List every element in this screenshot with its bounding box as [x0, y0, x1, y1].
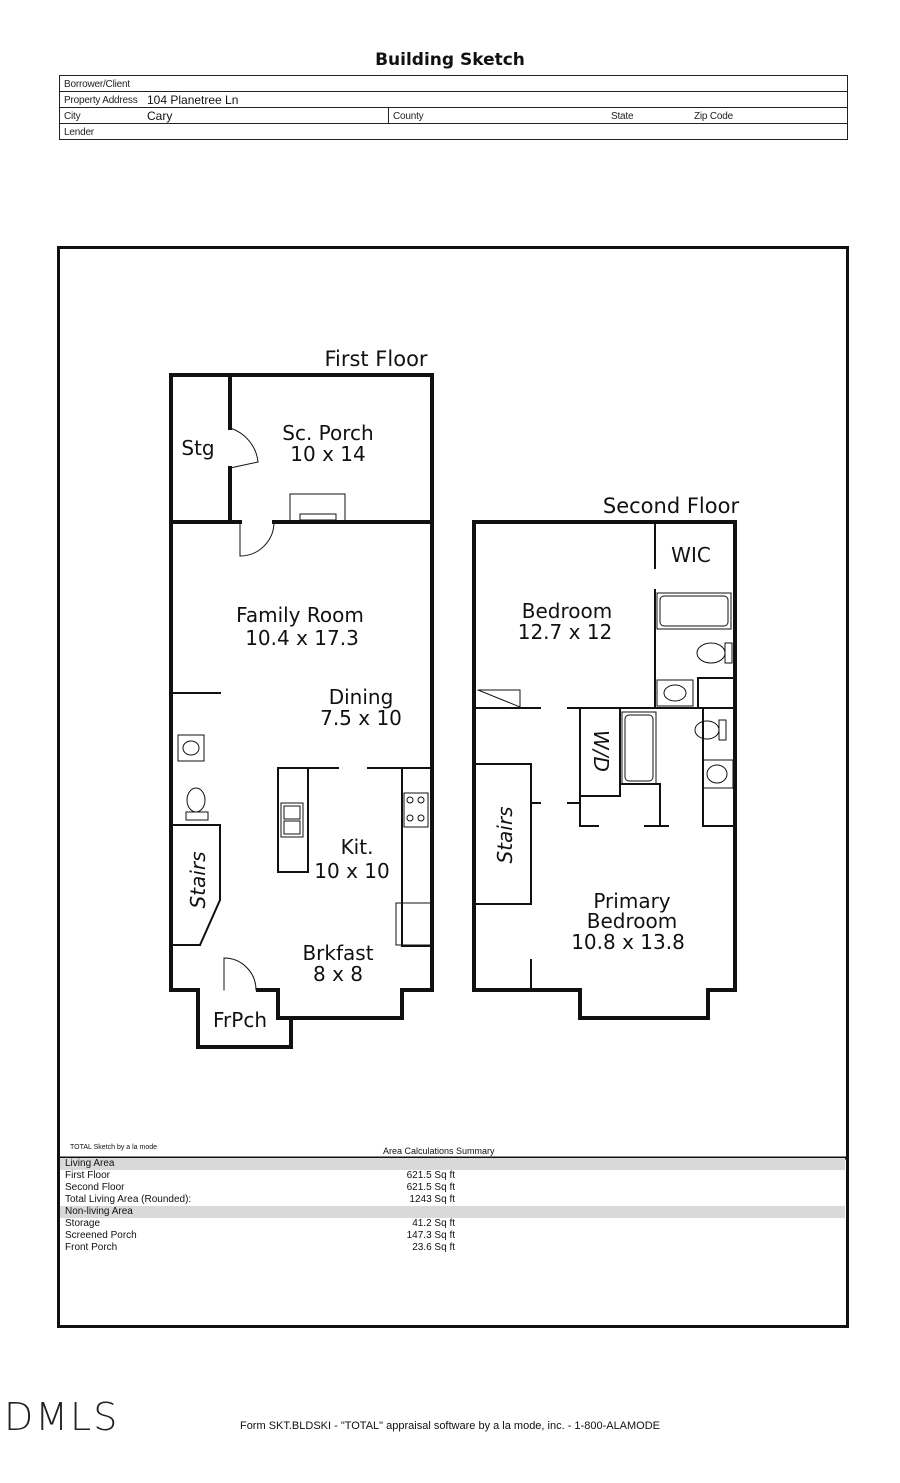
summary-row: Second Floor 621.5 Sq ft: [60, 1182, 845, 1194]
address-value: 104 Planetree Ln: [147, 93, 239, 107]
state-label: State: [611, 110, 634, 122]
stairs-second-label: Stairs: [493, 807, 517, 864]
zip-label: Zip Code: [694, 110, 733, 122]
summary-row-value: 1243 Sq ft: [409, 1194, 455, 1205]
summary-row: Storage 41.2 Sq ft: [60, 1218, 845, 1230]
summary-row-value: 621.5 Sq ft: [406, 1170, 455, 1181]
summary-row-value: 621.5 Sq ft: [406, 1182, 455, 1193]
summary-row-label: Storage: [65, 1218, 101, 1229]
summary-row-label: Total Living Area (Rounded):: [65, 1194, 192, 1205]
room-kit-dim: 10 x 10: [314, 859, 389, 883]
summary-row-label: Non-living Area: [65, 1206, 133, 1217]
room-brkfast-label: Brkfast: [302, 941, 373, 965]
room-brkfast-dim: 8 x 8: [313, 962, 363, 986]
summary-row-value: 147.3 Sq ft: [406, 1230, 455, 1241]
summary-row: Total Living Area (Rounded): 1243 Sq ft: [60, 1194, 845, 1206]
stairs-first-label: Stairs: [186, 852, 210, 909]
summary-row-label: Living Area: [65, 1158, 115, 1169]
city-label: City: [64, 110, 81, 122]
summary-row: Non-living Area: [60, 1206, 845, 1218]
summary-row: Screened Porch 147.3 Sq ft: [60, 1230, 845, 1242]
page-title: Building Sketch: [375, 50, 525, 70]
room-primary-label: Primary: [593, 889, 670, 913]
room-dining-label: Dining: [329, 685, 394, 709]
room-sc-porch-dim: 10 x 14: [290, 442, 365, 466]
city-value: Cary: [147, 109, 173, 123]
summary-row-value: 41.2 Sq ft: [412, 1218, 455, 1229]
sketch-credit: TOTAL Sketch by a la mode: [70, 1144, 158, 1151]
first-floor-title: First Floor: [324, 347, 427, 371]
summary-row: First Floor 621.5 Sq ft: [60, 1170, 845, 1182]
room-bedroom-dim: 12.7 x 12: [518, 620, 613, 644]
room-family-dim: 10.4 x 17.3: [245, 626, 359, 650]
room-wd-label: W/D: [589, 730, 613, 772]
summary-heading: Area Calculations Summary: [383, 1146, 495, 1156]
summary-row: Living Area: [60, 1158, 845, 1170]
summary-row-label: Screened Porch: [65, 1230, 137, 1241]
summary-row: Front Porch 23.6 Sq ft: [60, 1242, 845, 1254]
room-wic-label: WIC: [671, 543, 711, 567]
dmls-logo: DMLS: [4, 1395, 120, 1439]
room-stg-label: Stg: [181, 436, 214, 460]
room-primary-dim: 10.8 x 13.8: [571, 930, 685, 954]
second-floor-walls: [472, 520, 737, 1020]
room-bedroom-label: Bedroom: [522, 599, 612, 623]
sketch-frame: [57, 246, 849, 1328]
room-family-label: Family Room: [236, 603, 364, 627]
summary-row-label: Second Floor: [65, 1182, 125, 1193]
sc-porch-walls: [169, 373, 434, 524]
borrower-label: Borrower/Client: [64, 78, 130, 90]
room-kit-label: Kit.: [341, 835, 374, 859]
second-floor-title: Second Floor: [603, 494, 740, 518]
room-primary-label-2: Bedroom: [587, 909, 677, 933]
footer-form-text: Form SKT.BLDSKI - "TOTAL" appraisal soft…: [239, 1420, 661, 1432]
property-header-table: Borrower/Client Property Address 104 Plan…: [59, 75, 848, 140]
room-frpch-label: FrPch: [213, 1008, 267, 1032]
room-sc-porch-label: Sc. Porch: [282, 421, 373, 445]
address-label: Property Address: [64, 94, 138, 106]
summary-row-label: First Floor: [65, 1170, 110, 1181]
summary-row-value: 23.6 Sq ft: [412, 1242, 455, 1253]
summary-row-label: Front Porch: [65, 1242, 118, 1253]
county-label: County: [393, 110, 424, 122]
room-dining-dim: 7.5 x 10: [320, 706, 402, 730]
lender-label: Lender: [64, 126, 94, 138]
